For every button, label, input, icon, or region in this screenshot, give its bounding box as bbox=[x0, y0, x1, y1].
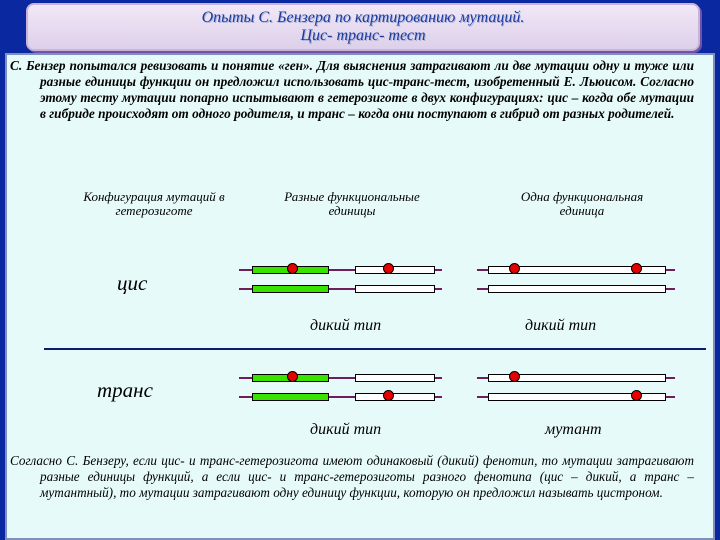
unit-segment-normal bbox=[355, 285, 435, 293]
cis-result-different-units: дикий тип bbox=[310, 317, 382, 334]
unit-segment-mutant bbox=[488, 393, 666, 401]
cis-label: цис bbox=[117, 271, 148, 295]
intro-text: С. Бензер попытался ревизовать и понятие… bbox=[10, 58, 694, 121]
mutation-marker bbox=[509, 263, 520, 274]
row-divider bbox=[44, 348, 706, 350]
mutation-marker bbox=[383, 390, 394, 401]
chromosome-line bbox=[239, 269, 442, 271]
chromosome-line bbox=[239, 396, 442, 398]
mutation-marker bbox=[287, 263, 298, 274]
trans-result-different-units: дикий тип bbox=[310, 421, 382, 438]
cis-result-one-unit: дикий тип bbox=[525, 317, 597, 334]
unit-segment-normal bbox=[252, 393, 329, 401]
unit-segment-mutant bbox=[355, 266, 435, 274]
trans-label: транс bbox=[97, 378, 153, 402]
unit-segment-normal bbox=[488, 285, 666, 293]
mutation-marker bbox=[631, 390, 642, 401]
mutation-marker bbox=[287, 371, 298, 382]
unit-segment-mutant bbox=[355, 393, 435, 401]
conclusion-paragraph: Согласно С. Бензеру, если цис- и транс-г… bbox=[10, 453, 694, 501]
content-panel: С. Бензер попытался ревизовать и понятие… bbox=[5, 53, 715, 540]
unit-segment-mutant bbox=[488, 374, 666, 382]
title-line-1: Опыты С. Бензера по картированию мутаций… bbox=[201, 9, 525, 26]
title-line-2: Цис- транс- тест bbox=[300, 27, 426, 44]
trans-result-one-unit: мутант bbox=[545, 421, 602, 438]
intro-paragraph: С. Бензер попытался ревизовать и понятие… bbox=[10, 58, 694, 122]
unit-segment-mutant bbox=[488, 266, 666, 274]
mutation-marker bbox=[383, 263, 394, 274]
mutation-marker bbox=[631, 263, 642, 274]
unit-segment-normal bbox=[252, 285, 329, 293]
title-banner: Опыты С. Бензера по картированию мутаций… bbox=[26, 3, 700, 51]
chromosome-line bbox=[239, 377, 442, 379]
header-one-unit: Одна функциональная единица bbox=[520, 189, 644, 218]
header-different-units: Разные функциональные единицы bbox=[284, 189, 420, 218]
conclusion-text: Согласно С. Бензеру, если цис- и транс-г… bbox=[10, 453, 694, 500]
chromosome-line bbox=[239, 288, 442, 290]
header-configuration: Конфигурация мутаций в гетерозиготе bbox=[83, 189, 225, 218]
mutation-marker bbox=[509, 371, 520, 382]
unit-segment-normal bbox=[355, 374, 435, 382]
